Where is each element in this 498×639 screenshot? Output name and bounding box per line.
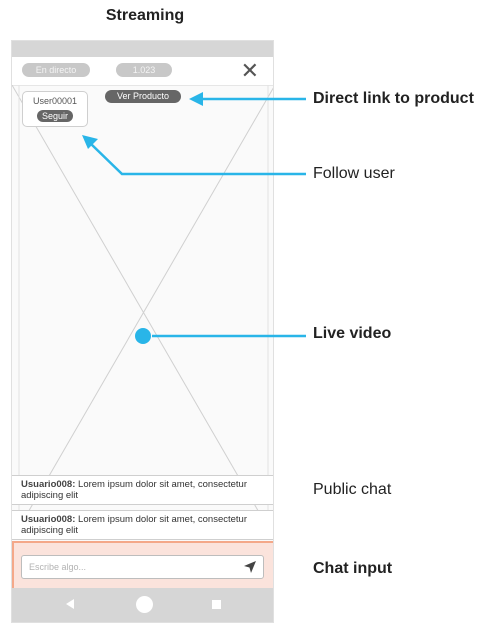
annotation-chat-input: Chat input [313,560,393,577]
live-badge: En directo [22,63,90,77]
back-icon[interactable] [66,599,74,609]
video-pointer-dot [135,328,151,344]
close-icon[interactable]: ✕ [240,58,259,83]
chat-text: Lorem ipsum dolor sit amet, consectetur … [21,514,247,536]
viewer-count: 1.023 [116,63,172,77]
annotation-public-chat: Public chat [313,481,392,498]
live-video[interactable]: User00001 Seguir Ver Producto [12,85,273,540]
product-arrow-head [189,92,203,106]
view-product-button[interactable]: Ver Producto [105,90,181,103]
stream-topbar: En directo 1.023 ✕ [12,57,273,86]
chat-username: Usuario008: [21,479,76,490]
chat-message: Usuario008: Lorem ipsum dolor sit amet, … [12,510,273,540]
follow-arrow-head [82,135,98,149]
annotation-live-video: Live video [313,325,392,342]
username: User00001 [32,96,78,106]
send-icon[interactable] [243,560,257,574]
chat-input-placeholder: Escribe algo... [29,562,87,572]
chat-username: Usuario008: [21,514,76,525]
follow-button[interactable]: Seguir [36,110,73,122]
recent-apps-icon[interactable] [212,600,221,609]
status-bar [12,41,273,57]
home-icon[interactable] [136,596,153,613]
annotation-product-link: Direct link to product [313,90,474,107]
chat-input[interactable]: Escribe algo... [21,555,264,579]
chat-input-area: Escribe algo... [12,541,273,590]
chat-text: Lorem ipsum dolor sit amet, consectetur … [21,479,247,501]
user-card: User00001 Seguir [22,91,88,127]
annotation-follow-user: Follow user [313,165,395,182]
android-navbar [12,588,273,622]
follow-arrow-line [89,142,306,176]
page-title: Streaming [105,7,185,24]
video-placeholder [12,85,273,540]
chat-message: Usuario008: Lorem ipsum dolor sit amet, … [12,475,273,505]
